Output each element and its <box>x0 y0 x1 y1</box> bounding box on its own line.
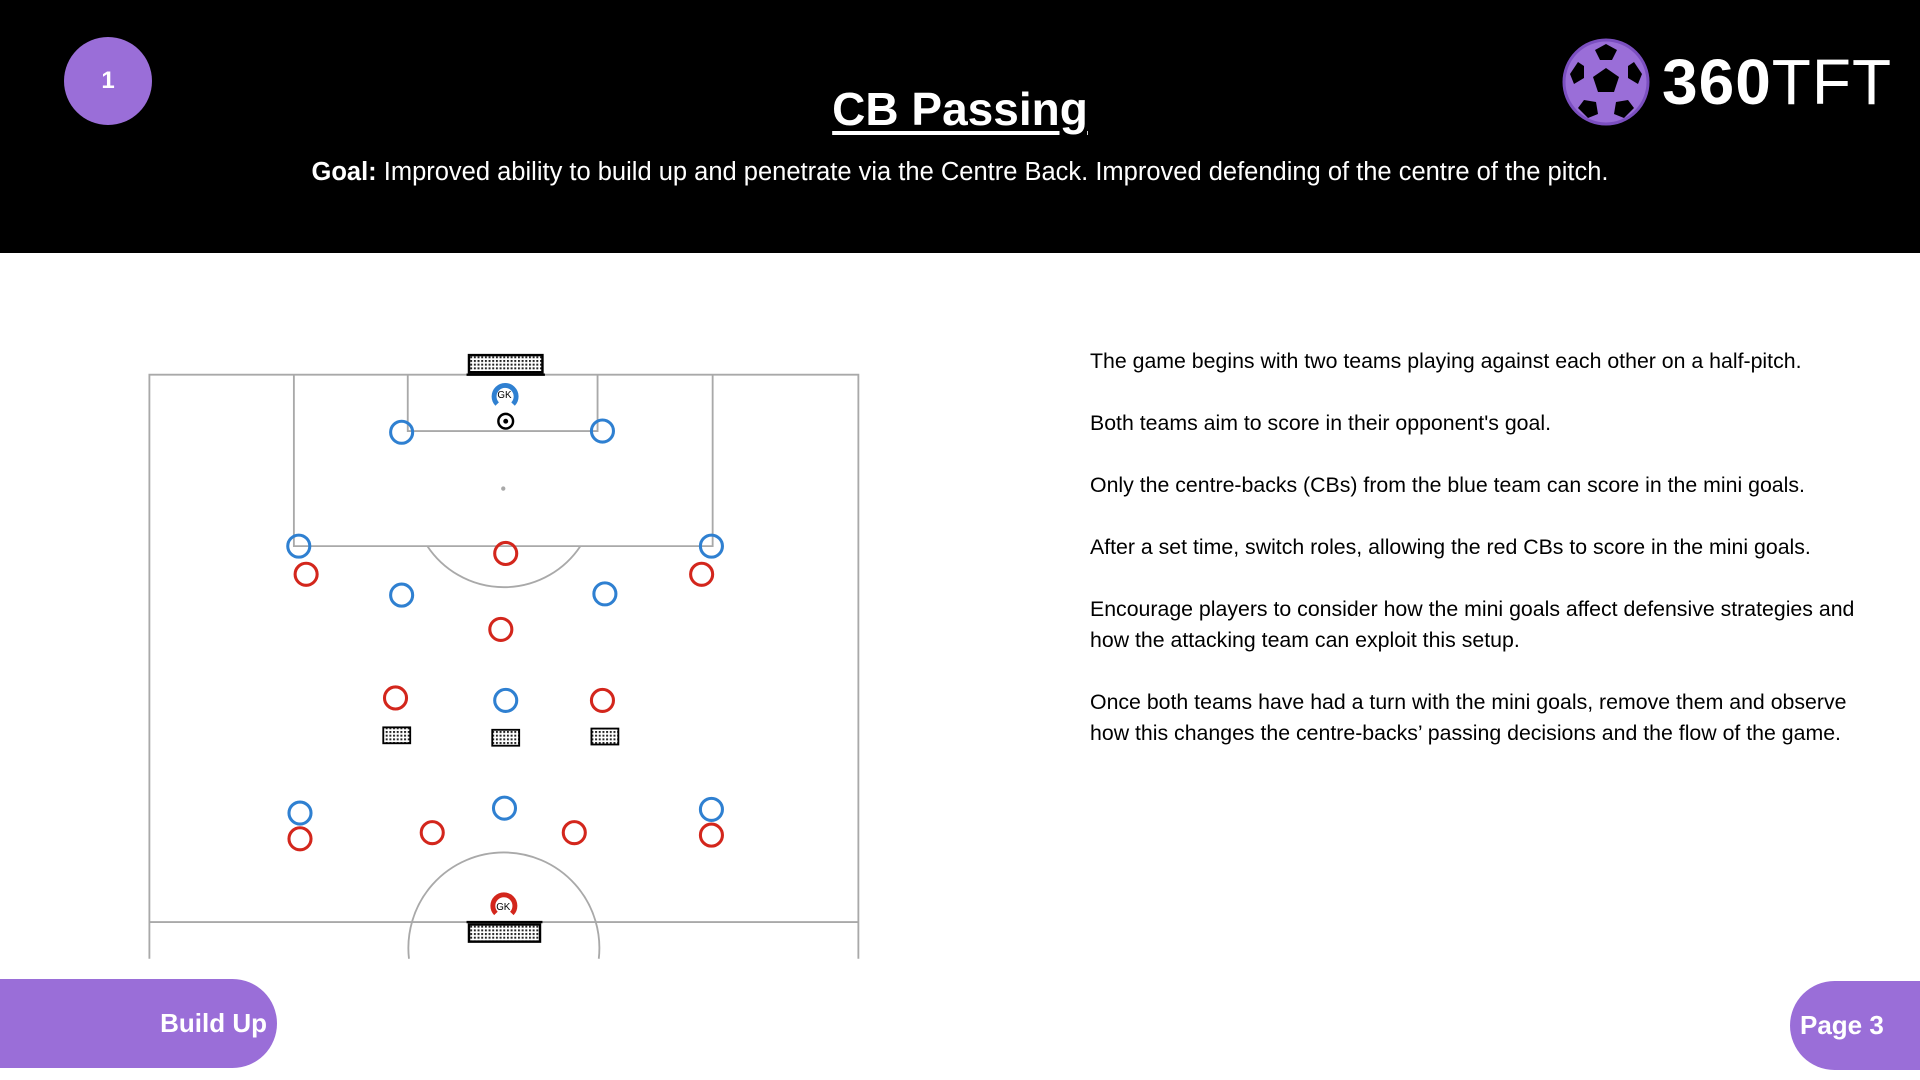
blue-player <box>589 418 615 444</box>
brand-logo: 360TFT <box>1562 38 1892 126</box>
red-player <box>382 685 409 711</box>
description-paragraph: After a set time, switch roles, allowing… <box>1090 535 1811 559</box>
description-paragraph: Once both teams have had a turn with the… <box>1090 690 1847 745</box>
red-goalkeeper <box>490 892 518 916</box>
blue-player <box>698 533 724 559</box>
blue-player <box>286 533 312 559</box>
blue-team <box>286 383 724 826</box>
drill-number-badge: 1 <box>64 37 152 125</box>
mini-goal <box>491 728 521 747</box>
blue-goalkeeper <box>491 383 519 406</box>
blue-player <box>592 581 618 607</box>
blue-player <box>389 419 415 445</box>
red-player <box>689 561 715 587</box>
red-player <box>488 616 514 642</box>
blue-player <box>491 795 518 821</box>
mini-goal <box>382 726 412 745</box>
drill-description: The game begins with two teams playing a… <box>1090 346 1870 780</box>
gk-label-blue: GK <box>497 390 512 401</box>
mini-goal <box>590 727 620 746</box>
soccer-ball-icon <box>1562 38 1650 126</box>
red-player <box>698 822 724 848</box>
description-paragraph: Both teams aim to score in their opponen… <box>1090 411 1552 435</box>
page-title: CB Passing <box>832 83 1088 135</box>
red-team <box>287 540 724 916</box>
main-goal-bottom <box>466 920 543 943</box>
blue-player <box>287 800 313 826</box>
description-paragraph: Encourage players to consider how the mi… <box>1090 597 1855 652</box>
description-paragraph: Only the centre-backs (CBs) from the blu… <box>1090 473 1805 497</box>
pitch-lines <box>148 373 860 959</box>
brand-wordmark: 360TFT <box>1662 46 1893 118</box>
description-paragraph: The game begins with two teams playing a… <box>1090 349 1802 373</box>
red-player <box>419 820 445 846</box>
page-number-tab: Page 3 <box>1790 981 1920 1070</box>
blue-player <box>493 687 519 713</box>
red-player <box>561 820 587 846</box>
main-goal-top <box>466 353 545 376</box>
ball-icon <box>497 412 515 430</box>
goal-statement: Goal: Improved ability to build up and p… <box>311 158 1609 186</box>
blue-player <box>389 582 415 608</box>
red-player <box>493 540 519 567</box>
category-tab: Build Up <box>0 979 277 1068</box>
blue-player <box>698 796 724 822</box>
gk-label-red: GK <box>496 902 511 913</box>
red-player <box>293 561 319 587</box>
red-player <box>589 687 615 713</box>
header-bar: 1 CB Passing Goal: Improved ability to b… <box>0 0 1920 253</box>
red-player <box>287 826 313 852</box>
mini-goals <box>382 726 620 747</box>
